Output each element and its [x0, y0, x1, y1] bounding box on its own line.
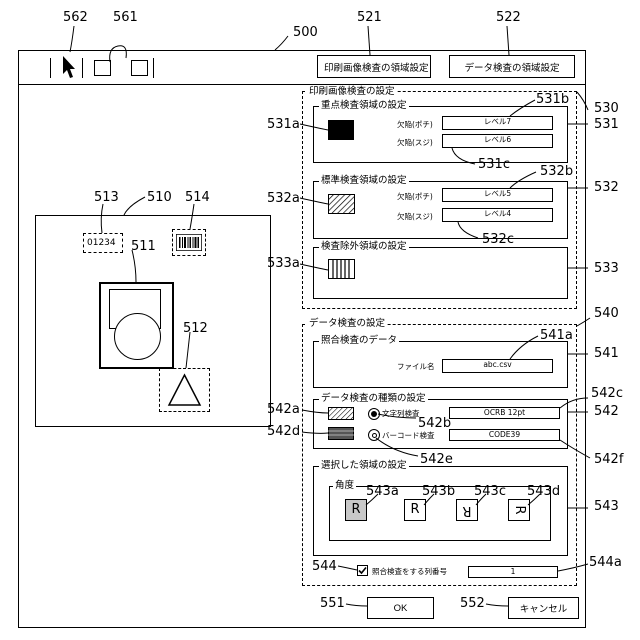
ref-531: 531: [594, 118, 619, 131]
ref-521: 521: [357, 11, 382, 24]
excluded-inspection-title: 検査除外領域の設定: [319, 241, 409, 252]
standard-inspection-title: 標準検査領域の設定: [319, 175, 409, 186]
excluded-swatch-striped: [328, 259, 355, 279]
ref-543d: 543d: [527, 485, 560, 498]
ref-541: 541: [594, 347, 619, 360]
leader-562: [70, 26, 74, 52]
ref-532c: 532c: [482, 233, 514, 246]
standard-streak-level-field[interactable]: レベル4: [442, 208, 553, 222]
standard-streak-label: 欠陥(スジ): [397, 212, 433, 221]
ref-543b: 543b: [422, 485, 455, 498]
ref-543a: 543a: [366, 485, 399, 498]
data-area-setting-button[interactable]: データ検査の領域設定: [449, 55, 575, 78]
ref-562: 562: [63, 11, 88, 24]
text-inspection-font-field[interactable]: OCRB 12pt: [449, 407, 560, 419]
ref-531a: 531a: [267, 118, 300, 131]
ref-542e: 542e: [420, 453, 453, 466]
priority-dot-level-field[interactable]: レベル7: [442, 116, 553, 130]
ref-530: 530: [594, 102, 619, 115]
ref-561: 561: [113, 11, 138, 24]
tool-separator: [50, 58, 51, 78]
file-name-field[interactable]: abc.csv: [442, 359, 553, 373]
ref-543: 543: [594, 500, 619, 513]
collation-column-field[interactable]: 1: [468, 566, 558, 578]
collation-column-label: 照合検査をする列番号: [372, 567, 447, 576]
data-inspection-title: データ検査の設定: [307, 318, 387, 329]
ref-514: 514: [185, 191, 210, 204]
angle-180-tile[interactable]: R: [456, 499, 478, 521]
ref-542b: 542b: [418, 417, 451, 430]
barcode-inspection-swatch: [328, 427, 354, 440]
ref-551: 551: [320, 597, 345, 610]
image-circle: [114, 313, 161, 360]
ref-511: 511: [131, 240, 156, 253]
priority-streak-level-field[interactable]: レベル6: [442, 134, 553, 148]
tool-separator: [153, 58, 154, 78]
cursor-arrow-icon[interactable]: [60, 54, 78, 80]
triangle-icon: [166, 372, 203, 408]
priority-streak-label: 欠陥(スジ): [397, 138, 433, 147]
ref-513: 513: [94, 191, 119, 204]
ref-532: 532: [594, 181, 619, 194]
ref-541a: 541a: [540, 329, 573, 342]
ref-500: 500: [293, 26, 318, 39]
ref-522: 522: [496, 11, 521, 24]
ref-552: 552: [460, 597, 485, 610]
text-inspection-radio[interactable]: [368, 408, 380, 420]
ok-button[interactable]: OK: [367, 597, 434, 619]
ref-531c: 531c: [478, 158, 510, 171]
ref-542c: 542c: [591, 387, 623, 400]
rectangle-tool-icon[interactable]: [94, 60, 111, 76]
ref-542f: 542f: [594, 453, 623, 466]
ref-544: 544: [312, 560, 337, 573]
leader-500: [275, 36, 288, 50]
toolbar-divider: [18, 84, 586, 85]
ref-531b: 531b: [536, 93, 569, 106]
text-inspection-label: 文字列検査: [382, 409, 420, 418]
ref-510: 510: [147, 191, 172, 204]
angle-270-tile[interactable]: R: [508, 499, 530, 521]
standard-dot-level-field[interactable]: レベル5: [442, 188, 553, 202]
text-inspection-swatch: [328, 407, 354, 420]
angle-90-tile[interactable]: R: [404, 499, 426, 521]
selected-region-title: 選択した領域の設定: [319, 460, 409, 471]
collation-column-checkbox[interactable]: [357, 565, 368, 576]
barcode-inspection-type-field[interactable]: CODE39: [449, 429, 560, 441]
ref-542d: 542d: [267, 425, 300, 438]
standard-dot-label: 欠陥(ポチ): [397, 192, 433, 201]
print-area-setting-button[interactable]: 印刷画像検査の領域設定: [317, 55, 431, 78]
barcode-inspection-label: バーコード検査: [382, 431, 435, 440]
ref-542: 542: [594, 405, 619, 418]
collation-data-title: 照合検査のデータ: [319, 335, 399, 346]
angle-title: 角度: [333, 480, 356, 491]
standard-swatch-hatched: [328, 194, 355, 214]
priority-swatch-black: [328, 120, 354, 140]
angle-0-tile[interactable]: R: [345, 499, 367, 521]
file-name-label: ファイル名: [397, 362, 435, 371]
ref-512: 512: [183, 322, 208, 335]
rectangle-tool-icon[interactable]: [131, 60, 148, 76]
print-inspection-title: 印刷画像検査の設定: [307, 86, 397, 97]
priority-inspection-title: 重点検査領域の設定: [319, 100, 409, 111]
ref-543c: 543c: [474, 485, 506, 498]
data-type-title: データ検査の種類の設定: [319, 393, 428, 404]
ref-544a: 544a: [589, 556, 622, 569]
cancel-button[interactable]: キャンセル: [508, 597, 579, 619]
barcode-text: 01234: [87, 238, 116, 248]
ref-532a: 532a: [267, 192, 300, 205]
priority-dot-label: 欠陥(ポチ): [397, 120, 433, 129]
barcode-icon: [176, 234, 202, 251]
barcode-inspection-radio[interactable]: [368, 429, 380, 441]
ref-533a: 533a: [267, 257, 300, 270]
tool-separator: [82, 58, 83, 78]
ref-532b: 532b: [540, 165, 573, 178]
ref-533: 533: [594, 262, 619, 275]
ref-540: 540: [594, 307, 619, 320]
ref-542a: 542a: [267, 403, 300, 416]
